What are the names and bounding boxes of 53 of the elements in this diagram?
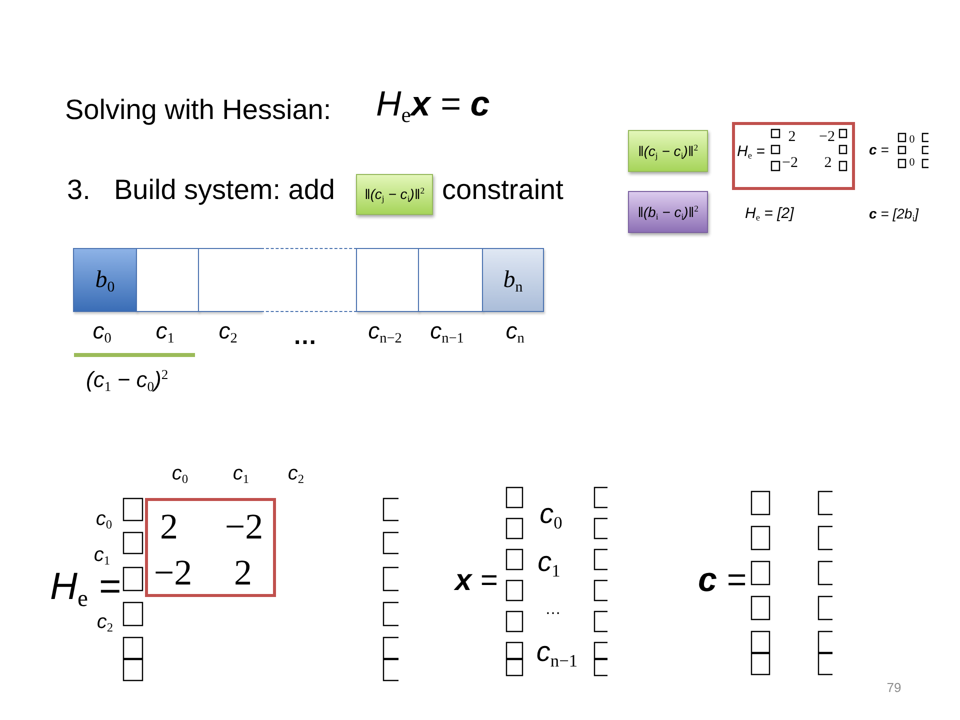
matrix-entry: −2 xyxy=(819,128,835,147)
vector-entry: c$_{0}$ xyxy=(540,497,562,533)
highlight-frame xyxy=(732,122,855,190)
row-header: c$_{1}$ xyxy=(94,544,110,566)
row-header: c$_{0}$ xyxy=(96,508,112,530)
column-header: c$_{1}$ xyxy=(232,462,250,488)
term-label: (c$_{1}$ − c$_{0}$)$^{2}$ xyxy=(86,366,168,395)
equation-label: x = xyxy=(455,562,498,599)
equation-label: H$_{e}$ = xyxy=(737,142,765,162)
array-cell: b$_{0}$ xyxy=(73,248,137,312)
cell-label: c$_{2}$ xyxy=(218,316,238,347)
equation-label: H$_{e}$ = xyxy=(50,567,121,609)
cell-label: c$_{n−2}$ xyxy=(368,316,402,347)
column-header: c$_{2}$ xyxy=(288,462,304,488)
matrix-entry: 2 xyxy=(824,154,832,173)
cell-label: c$_{0}$ xyxy=(92,316,112,347)
array-cell: b$_{n}$ xyxy=(482,248,544,312)
array-cell xyxy=(356,248,419,312)
array-cell xyxy=(198,248,262,312)
cell-label: c$_{1}$ xyxy=(156,316,174,347)
matrix-entry: 2 xyxy=(788,128,796,147)
equation: H$_{e}$ = [2] xyxy=(745,204,794,224)
cell-label: c$_{n}$ xyxy=(506,316,524,347)
vector-entry: 0 xyxy=(909,156,915,170)
vector-entry: c$_{n−1}$ xyxy=(536,635,578,671)
ellipsis: … xyxy=(293,322,317,352)
equation: c = [2b$_{i}$] xyxy=(869,204,919,224)
column-header: c$_{0}$ xyxy=(172,462,188,488)
matrix-entry: −2 xyxy=(224,506,264,549)
page-number: 79 xyxy=(886,679,902,697)
norm-term-tile: ‖(c$_{j}$ − c$_{i}$)‖$^{2}$ xyxy=(356,174,433,215)
row-header: c$_{2}$ xyxy=(96,611,114,633)
array-cell xyxy=(136,248,199,312)
norm-term-tile: ‖(c$_{j}$ − c$_{i}$)‖$^{2}$ xyxy=(628,130,708,172)
vector-entry: c$_{1}$ xyxy=(538,545,560,581)
array-cell xyxy=(418,248,483,312)
instruction-text: constraint xyxy=(442,173,564,208)
vector-entry: 0 xyxy=(909,132,915,148)
ellipsis: … xyxy=(545,600,561,620)
instruction-text: Build system: add xyxy=(114,173,335,208)
equation-label: c = xyxy=(698,560,746,602)
equation-label: c = xyxy=(869,140,889,160)
matrix-entry: 2 xyxy=(234,552,252,595)
matrix-entry: −2 xyxy=(154,552,192,595)
title: Solving with Hessian: xyxy=(65,93,332,128)
norm-term-tile: ‖(b$_{i}$ − c$_{i}$)‖$^{2}$ xyxy=(628,191,708,233)
matrix-entry: −2 xyxy=(782,154,798,173)
list-number: 3. xyxy=(67,173,90,208)
array-cell xyxy=(261,248,357,312)
cell-label: c$_{n−1}$ xyxy=(430,316,464,347)
matrix-entry: 2 xyxy=(160,506,178,549)
highlight-frame xyxy=(145,498,276,597)
equation: H$_{e}$x = c xyxy=(376,83,490,128)
